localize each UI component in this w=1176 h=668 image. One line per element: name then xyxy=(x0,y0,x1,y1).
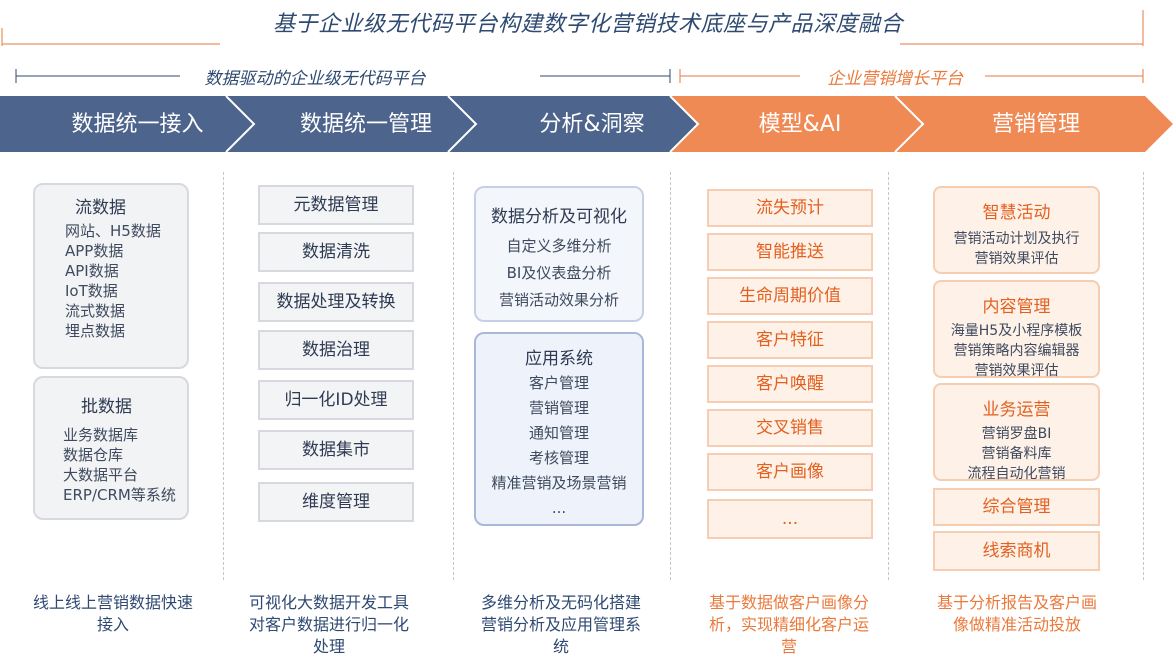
model-profile: 客户画像 xyxy=(707,453,873,491)
right-section-title: 企业营销增长平台 xyxy=(827,69,963,89)
model-crosssell: 交叉销售 xyxy=(707,409,873,447)
list-item: 营销活动效果分析 xyxy=(498,291,619,309)
batch-data-box: 批数据 业务数据库 数据仓库 大数据平台 ERP/CRM等系统 xyxy=(33,376,189,520)
process-band xyxy=(0,96,1173,153)
list-item: ... xyxy=(551,499,567,517)
list-item: 营销效果评估 xyxy=(974,251,1059,267)
footer-ingest: 线上线上营销数据快速接入 xyxy=(32,593,193,634)
list-item: 营销罗盘BI xyxy=(981,426,1052,442)
list-item: 数据仓库 xyxy=(63,446,124,464)
list-item: 营销管理 xyxy=(528,399,589,417)
module-dimension: 维度管理 xyxy=(258,482,414,522)
module-processing: 数据处理及转换 xyxy=(258,282,414,322)
biz-ops-title: 业务运营 xyxy=(982,400,1051,420)
module-cleaning: 数据清洗 xyxy=(258,232,414,272)
module-id-normalize: 归一化ID处理 xyxy=(258,380,414,420)
footer-manage: 可视化大数据开发工具对客户数据进行归一化处理 xyxy=(248,593,409,656)
list-item: 大数据平台 xyxy=(63,466,139,484)
module-datamart: 数据集市 xyxy=(258,430,414,470)
divider xyxy=(223,172,224,580)
model-more: ... xyxy=(707,499,873,539)
stage-marketing: 营销管理 xyxy=(991,112,1080,137)
list-item: 网站、H5数据 xyxy=(65,222,161,240)
analysis-title: 数据分析及可视化 xyxy=(491,207,627,227)
list-item: 流程自动化营销 xyxy=(967,466,1066,482)
model-push: 智能推送 xyxy=(707,233,873,271)
model-features: 客户特征 xyxy=(707,321,873,359)
content-mgmt-title: 内容管理 xyxy=(982,297,1051,317)
list-item: 海量H5及小程序模板 xyxy=(950,323,1083,339)
module-metadata: 元数据管理 xyxy=(258,185,414,225)
header-lines xyxy=(1,10,1144,83)
analysis-box: 数据分析及可视化 自定义多维分析 BI及仪表盘分析 营销活动效果分析 xyxy=(474,186,644,322)
leads: 线索商机 xyxy=(933,531,1100,571)
content-mgmt-box: 内容管理 海量H5及小程序模板 营销策略内容编辑器 营销效果评估 xyxy=(933,280,1100,379)
divider xyxy=(1143,172,1144,580)
model-reactivate: 客户唤醒 xyxy=(707,365,873,403)
apps-title: 应用系统 xyxy=(525,349,593,369)
list-item: 精准营销及场景营销 xyxy=(491,474,627,492)
stream-data-box: 流数据 网站、H5数据 APP数据 API数据 IoT数据 流式数据 埋点数据 xyxy=(33,183,189,369)
list-item: 营销备料库 xyxy=(981,446,1052,462)
list-item: IoT数据 xyxy=(65,282,118,300)
left-section-title: 数据驱动的企业级无代码平台 xyxy=(204,69,426,89)
list-item: ERP/CRM等系统 xyxy=(63,486,176,504)
footer-analysis: 多维分析及无码化搭建营销分析及应用管理系统 xyxy=(480,593,641,656)
divider xyxy=(888,172,889,580)
list-item: 营销效果评估 xyxy=(974,363,1059,379)
footer-model: 基于数据做客户画像分析，实现精细化客户运营 xyxy=(708,593,869,656)
stage-data-ingest: 数据统一接入 xyxy=(71,112,204,137)
list-item: 营销策略内容编辑器 xyxy=(953,343,1080,359)
list-item: API数据 xyxy=(65,262,119,280)
module-governance: 数据治理 xyxy=(258,330,414,370)
smart-activity-title: 智慧活动 xyxy=(982,203,1051,223)
list-item: 埋点数据 xyxy=(65,322,126,340)
general-mgmt: 综合管理 xyxy=(933,488,1100,526)
model-ltv: 生命周期价值 xyxy=(707,277,873,315)
list-item: 通知管理 xyxy=(528,424,589,442)
list-item: 营销活动计划及执行 xyxy=(953,231,1080,247)
model-churn: 流失预计 xyxy=(707,189,873,227)
batch-data-title: 批数据 xyxy=(81,397,132,417)
stage-data-manage: 数据统一管理 xyxy=(299,112,432,137)
list-item: APP数据 xyxy=(65,242,124,260)
smart-activity-box: 智慧活动 营销活动计划及执行 营销效果评估 xyxy=(933,186,1100,274)
list-item: 自定义多维分析 xyxy=(506,237,612,255)
list-item: 流式数据 xyxy=(65,302,126,320)
stream-data-title: 流数据 xyxy=(75,198,126,218)
footer-marketing: 基于分析报告及客户画像做精准活动投放 xyxy=(936,593,1097,634)
divider xyxy=(453,172,454,580)
stage-analysis: 分析&洞察 xyxy=(539,112,645,137)
biz-ops-box: 业务运营 营销罗盘BI 营销备料库 流程自动化营销 xyxy=(933,383,1100,482)
divider xyxy=(670,172,671,580)
list-item: 业务数据库 xyxy=(63,426,139,444)
list-item: BI及仪表盘分析 xyxy=(506,264,612,282)
stage-model-ai: 模型&AI xyxy=(758,112,842,137)
apps-box: 应用系统 客户管理 营销管理 通知管理 考核管理 精准营销及场景营销 ... xyxy=(474,332,644,526)
main-title: 基于企业级无代码平台构建数字化营销技术底座与产品深度融合 xyxy=(272,12,903,37)
list-item: 考核管理 xyxy=(528,449,589,467)
list-item: 客户管理 xyxy=(528,374,589,392)
